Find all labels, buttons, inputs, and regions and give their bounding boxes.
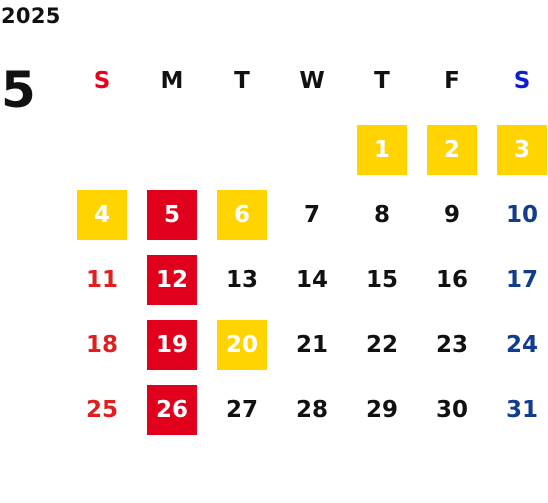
- weekday-thursday: T: [374, 68, 390, 94]
- day-cell: 10: [505, 202, 538, 228]
- day-cell: 9: [443, 202, 460, 228]
- day-cell: 12: [147, 255, 197, 305]
- day-cell: 19: [147, 320, 197, 370]
- day-cell: 25: [85, 397, 118, 423]
- weekday-saturday: S: [513, 68, 531, 94]
- day-cell: 27: [225, 397, 258, 423]
- day-cell: 17: [505, 267, 538, 293]
- day-cell: 11: [85, 267, 118, 293]
- day-cell: 30: [435, 397, 468, 423]
- weekday-friday: F: [444, 68, 460, 94]
- day-cell: 28: [295, 397, 328, 423]
- day-cell: 18: [85, 332, 118, 358]
- day-cell: 15: [365, 267, 398, 293]
- day-cell: 14: [295, 267, 328, 293]
- weekday-sunday: S: [93, 68, 111, 94]
- day-cell: 24: [505, 332, 538, 358]
- day-cell: 7: [303, 202, 320, 228]
- day-cell: 31: [505, 397, 538, 423]
- day-cell: 4: [77, 190, 127, 240]
- year-label: 2025: [1, 4, 61, 28]
- day-cell: 20: [217, 320, 267, 370]
- day-cell: 29: [365, 397, 398, 423]
- weekday-monday: M: [160, 68, 184, 94]
- weekday-wednesday: W: [299, 68, 325, 94]
- day-cell: 5: [147, 190, 197, 240]
- weekday-tuesday: T: [234, 68, 250, 94]
- month-label: 5: [1, 61, 36, 119]
- day-cell: 23: [435, 332, 468, 358]
- day-cell: 8: [373, 202, 390, 228]
- day-cell: 1: [357, 125, 407, 175]
- day-cell: 3: [497, 125, 547, 175]
- day-cell: 21: [295, 332, 328, 358]
- day-cell: 2: [427, 125, 477, 175]
- day-cell: 16: [435, 267, 468, 293]
- day-cell: 6: [217, 190, 267, 240]
- day-cell: 26: [147, 385, 197, 435]
- day-cell: 13: [225, 267, 258, 293]
- day-cell: 22: [365, 332, 398, 358]
